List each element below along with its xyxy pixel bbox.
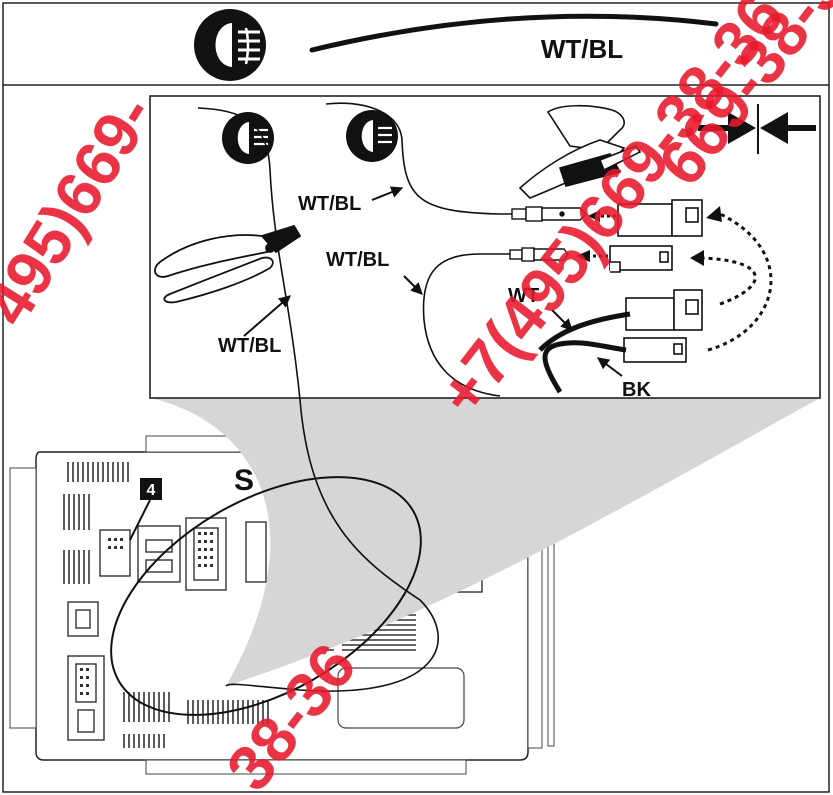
dotted-arrow-bottom	[707, 210, 773, 352]
label-loop-wire: WT/BL	[326, 249, 389, 271]
fog-lamp-icon	[222, 112, 274, 164]
callout-4-number: 4	[147, 482, 156, 499]
connector-terminal-lower-right	[623, 337, 687, 363]
label-bk-wire: BK	[622, 379, 651, 401]
terminal-upper	[511, 206, 587, 222]
fog-lamp-icon	[346, 110, 398, 162]
fuse-box-partial-letter: S	[234, 464, 254, 497]
dotted-arrow-top	[699, 256, 757, 306]
connector-terminal-upper-right	[609, 245, 673, 273]
bk-wire	[542, 340, 627, 394]
crimp-arrows-icon	[698, 104, 816, 154]
fog-lamp-icon	[194, 9, 266, 81]
label-wt-wire: WT	[508, 285, 539, 307]
connector-housing-lower	[625, 289, 703, 331]
label-lamp-wire: WT/BL	[298, 193, 361, 215]
callout-4: 4	[129, 478, 162, 541]
magnify-ring	[110, 476, 422, 716]
loop-wire	[422, 253, 510, 397]
header-wire-color-label: WT/BL	[541, 34, 623, 64]
label-pliers-wire: WT/BL	[218, 335, 281, 357]
wt-wire	[538, 311, 631, 352]
terminal-lower	[509, 247, 569, 262]
crimping-tool-icon	[518, 104, 642, 199]
long-wire	[197, 107, 439, 692]
magnify-cone	[150, 398, 820, 686]
cutting-pliers-icon	[154, 224, 302, 304]
connector-housing-upper	[617, 199, 703, 237]
lamp-wire	[325, 102, 512, 215]
header-wire	[309, 13, 719, 53]
